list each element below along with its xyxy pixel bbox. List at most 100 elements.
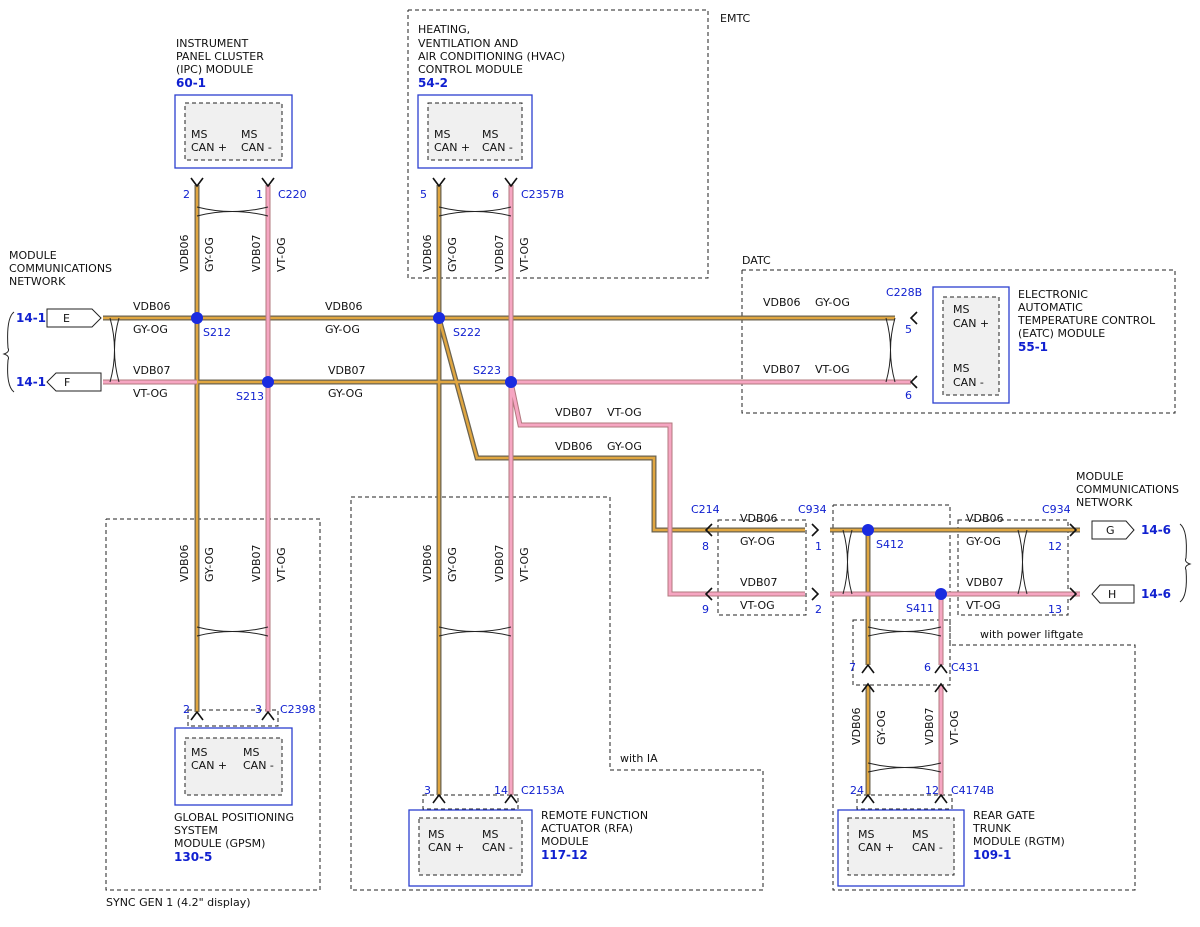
wire-label: GY-OG — [446, 547, 459, 582]
svg-text:G: G — [1106, 524, 1115, 537]
hvac-name-line: AIR CONDITIONING (HVAC) — [418, 50, 565, 63]
c431-pin-gy: 7 — [849, 661, 856, 674]
c934-right-connector: C934 — [1042, 503, 1071, 516]
rgtm-pin-area — [856, 794, 953, 810]
ipc-name-line: INSTRUMENT — [176, 37, 249, 50]
offpage-connector-f[interactable]: F — [46, 372, 102, 392]
gpsm-ref: 130-5 — [174, 850, 212, 864]
hvac-name-line: CONTROL MODULE — [418, 63, 523, 76]
wire-label: GY-OG — [966, 535, 1001, 548]
wire-label: VDB07 — [133, 364, 171, 377]
ipc-ref: 60-1 — [176, 76, 206, 90]
offpage-ref-e[interactable]: 14-1 — [16, 311, 46, 325]
svg-text:H: H — [1108, 588, 1116, 601]
wire-label: VDB06 — [421, 544, 434, 582]
wire-label: VT-OG — [275, 237, 288, 272]
wire-label: VDB07 — [493, 544, 506, 582]
splice-label-s222: S222 — [453, 326, 481, 339]
svg-text:MS: MS — [434, 128, 450, 141]
offpage-connector-e[interactable]: E — [46, 308, 102, 328]
svg-text:MS: MS — [953, 362, 969, 375]
ipc-name-line: PANEL CLUSTER — [176, 50, 264, 63]
offpage-connector-g[interactable]: G — [1091, 520, 1135, 540]
vt-og-wires — [103, 185, 1080, 795]
splice-s212 — [191, 312, 203, 324]
network-label-right: COMMUNICATIONS — [1076, 483, 1179, 496]
wire-label: VT-OG — [133, 387, 168, 400]
wire-label: GY-OG — [875, 710, 888, 745]
hvac-module: MS CAN + MS CAN - HEATING, VENTILATION A… — [417, 23, 565, 169]
wire-label: VDB07 — [250, 544, 263, 582]
rfa-pin-plus: 3 — [424, 784, 431, 797]
rfa-name-line: MODULE — [541, 835, 589, 848]
splice-label-s411: S411 — [906, 602, 934, 615]
gpsm-pin-plus: 2 — [183, 703, 190, 716]
svg-text:CAN +: CAN + — [434, 141, 470, 154]
wire-label: GY-OG — [133, 323, 168, 336]
eatc-connector: C228B — [886, 286, 922, 299]
c934-right-connector-box — [957, 519, 1069, 616]
splice-s412 — [862, 524, 874, 536]
svg-text:MS: MS — [191, 128, 207, 141]
c214-connector: C214 — [691, 503, 720, 516]
right-brace — [1179, 523, 1192, 603]
eatc-pin-minus: 6 — [905, 389, 912, 402]
wire-label: GY-OG — [446, 237, 459, 272]
svg-text:MS: MS — [858, 828, 874, 841]
c431-connector-box — [852, 619, 951, 686]
svg-text:CAN -: CAN - — [912, 841, 943, 854]
wire-label: GY-OG — [815, 296, 850, 309]
rfa-name-line: ACTUATOR (RFA) — [541, 822, 633, 835]
wire-label: GY-OG — [203, 547, 216, 582]
rgtm-pin-plus: 24 — [850, 784, 864, 797]
svg-text:CAN -: CAN - — [953, 376, 984, 389]
wire-label: VDB06 — [178, 544, 191, 582]
wire-label: VDB07 — [740, 576, 778, 589]
splice-label-s212: S212 — [203, 326, 231, 339]
svg-text:E: E — [63, 312, 70, 325]
connector-arrows — [190, 177, 1078, 804]
hvac-name-line: HEATING, — [418, 23, 470, 36]
rfa-module: MS CAN + MS CAN - REMOTE FUNCTION ACTUAT… — [408, 809, 648, 887]
wire-label: VDB06 — [740, 512, 778, 525]
svg-text:CAN +: CAN + — [191, 141, 227, 154]
svg-text:MS: MS — [243, 746, 259, 759]
rfa-pin-area — [422, 794, 519, 810]
ipc-pin-plus: 2 — [183, 188, 190, 201]
svg-text:F: F — [64, 376, 70, 389]
wire-label: VDB06 — [421, 234, 434, 272]
twisted-pair-markers — [109, 206, 1028, 773]
hvac-ref: 54-2 — [418, 76, 448, 90]
rgtm-name-line: TRUNK — [972, 822, 1012, 835]
svg-text:CAN +: CAN + — [858, 841, 894, 854]
gy-og-wires — [103, 185, 1080, 795]
c934r-pin-vt: 13 — [1048, 603, 1062, 616]
wire-label: VT-OG — [948, 710, 961, 745]
emtc-variant-box — [407, 9, 709, 279]
splice-s213 — [262, 376, 274, 388]
rfa-name-line: REMOTE FUNCTION — [541, 809, 648, 822]
svg-text:MS: MS — [912, 828, 928, 841]
offpage-ref-h[interactable]: 14-6 — [1141, 587, 1171, 601]
wire-label: GY-OG — [325, 323, 360, 336]
wire-label: GY-OG — [607, 440, 642, 453]
rfa-ref: 117-12 — [541, 848, 588, 862]
wire-label: GY-OG — [203, 237, 216, 272]
wire-label: VDB06 — [850, 707, 863, 745]
c934-pin-vt: 2 — [815, 603, 822, 616]
eatc-module: MS CAN + MS CAN - ELECTRONIC AUTOMATIC T… — [932, 286, 1156, 404]
svg-text:MS: MS — [241, 128, 257, 141]
offpage-connector-h[interactable]: H — [1091, 584, 1135, 604]
svg-text:CAN +: CAN + — [191, 759, 227, 772]
rfa-pin-minus: 14 — [494, 784, 508, 797]
network-label-left: COMMUNICATIONS — [9, 262, 112, 275]
vt-og-wire-inner — [103, 185, 1080, 795]
eatc-pin-plus: 5 — [905, 323, 912, 336]
network-label-left: MODULE — [9, 249, 57, 262]
network-label-right: MODULE — [1076, 470, 1124, 483]
offpage-ref-f[interactable]: 14-1 — [16, 375, 46, 389]
offpage-ref-g[interactable]: 14-6 — [1141, 523, 1171, 537]
svg-text:CAN -: CAN - — [482, 141, 513, 154]
gpsm-name-line: SYSTEM — [174, 824, 218, 837]
wire-label: VDB06 — [325, 300, 363, 313]
